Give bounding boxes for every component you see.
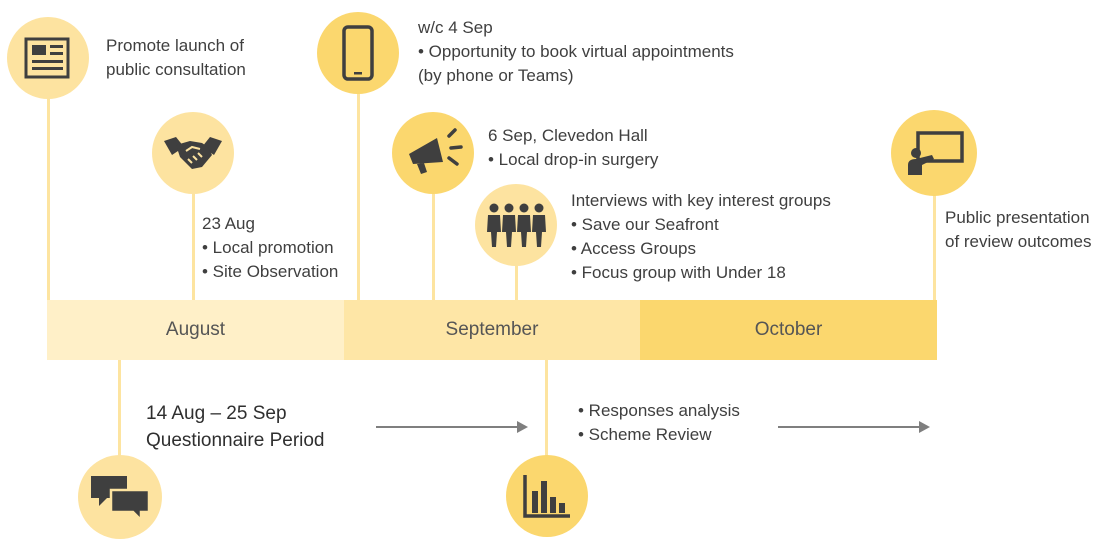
virtual-line: • Opportunity to book virtual appointmen… [418, 42, 734, 61]
connector-interviews [515, 258, 518, 302]
connector-presentation [933, 185, 936, 302]
virtual-circle [317, 12, 399, 94]
analysis-circle [506, 455, 588, 537]
interviews-line: • Save our Seafront [571, 215, 719, 234]
interviews-text: Interviews with key interest groups • Sa… [571, 189, 831, 285]
local-promotion-line: • Site Observation [202, 262, 339, 281]
presentation-board-icon [908, 131, 964, 175]
local-promotion-circle [152, 112, 234, 194]
megaphone-icon [409, 128, 463, 174]
promote-line: public consultation [106, 60, 246, 79]
questionnaire-line: Questionnaire Period [146, 430, 325, 451]
presentation-line: Public presentation [945, 208, 1090, 227]
connector-drop-in [432, 185, 435, 302]
people-group-icon [487, 203, 546, 247]
presentation-text: Public presentation of review outcomes [945, 206, 1091, 254]
promote-text: Promote launch of public consultation [106, 34, 246, 82]
chat-bubbles-icon [91, 476, 151, 520]
analysis-line: • Scheme Review [578, 425, 712, 444]
questionnaire-text: 14 Aug – 25 Sep Questionnaire Period [146, 400, 325, 454]
interviews-circle [475, 184, 557, 266]
month-august: August [47, 300, 344, 360]
connector-promote [47, 80, 50, 302]
questionnaire-line: 14 Aug – 25 Sep [146, 403, 287, 424]
connector-local-promotion [192, 180, 195, 302]
drop-in-line: 6 Sep, Clevedon Hall [488, 126, 648, 145]
drop-in-line: • Local drop-in surgery [488, 150, 659, 169]
analysis-arrow [778, 421, 930, 433]
month-september: September [344, 300, 640, 360]
promote-circle [7, 17, 89, 99]
interviews-line: • Access Groups [571, 239, 697, 258]
local-promotion-text: 23 Aug • Local promotion • Site Observat… [202, 212, 338, 284]
handshake-icon [164, 137, 222, 169]
smartphone-icon [342, 25, 374, 81]
promote-line: Promote launch of [106, 36, 244, 55]
connector-analysis [545, 358, 548, 468]
analysis-text: • Responses analysis • Scheme Review [578, 399, 740, 447]
virtual-line: w/c 4 Sep [418, 18, 493, 37]
questionnaire-arrow [376, 421, 528, 433]
interviews-line: Interviews with key interest groups [571, 191, 831, 210]
analysis-line: • Responses analysis [578, 401, 740, 420]
interviews-line: • Focus group with Under 18 [571, 263, 786, 282]
drop-in-circle [392, 112, 474, 194]
bar-chart-icon [523, 475, 570, 518]
drop-in-text: 6 Sep, Clevedon Hall • Local drop-in sur… [488, 124, 658, 172]
connector-questionnaire [118, 358, 121, 468]
newspaper-icon [24, 37, 70, 79]
local-promotion-line: 23 Aug [202, 214, 255, 233]
presentation-circle [891, 110, 977, 196]
local-promotion-line: • Local promotion [202, 238, 334, 257]
virtual-line: (by phone or Teams) [418, 66, 574, 85]
connector-virtual [357, 80, 360, 302]
questionnaire-circle [78, 455, 162, 539]
virtual-text: w/c 4 Sep • Opportunity to book virtual … [418, 16, 734, 88]
presentation-line: of review outcomes [945, 232, 1092, 251]
month-october: October [640, 300, 937, 360]
